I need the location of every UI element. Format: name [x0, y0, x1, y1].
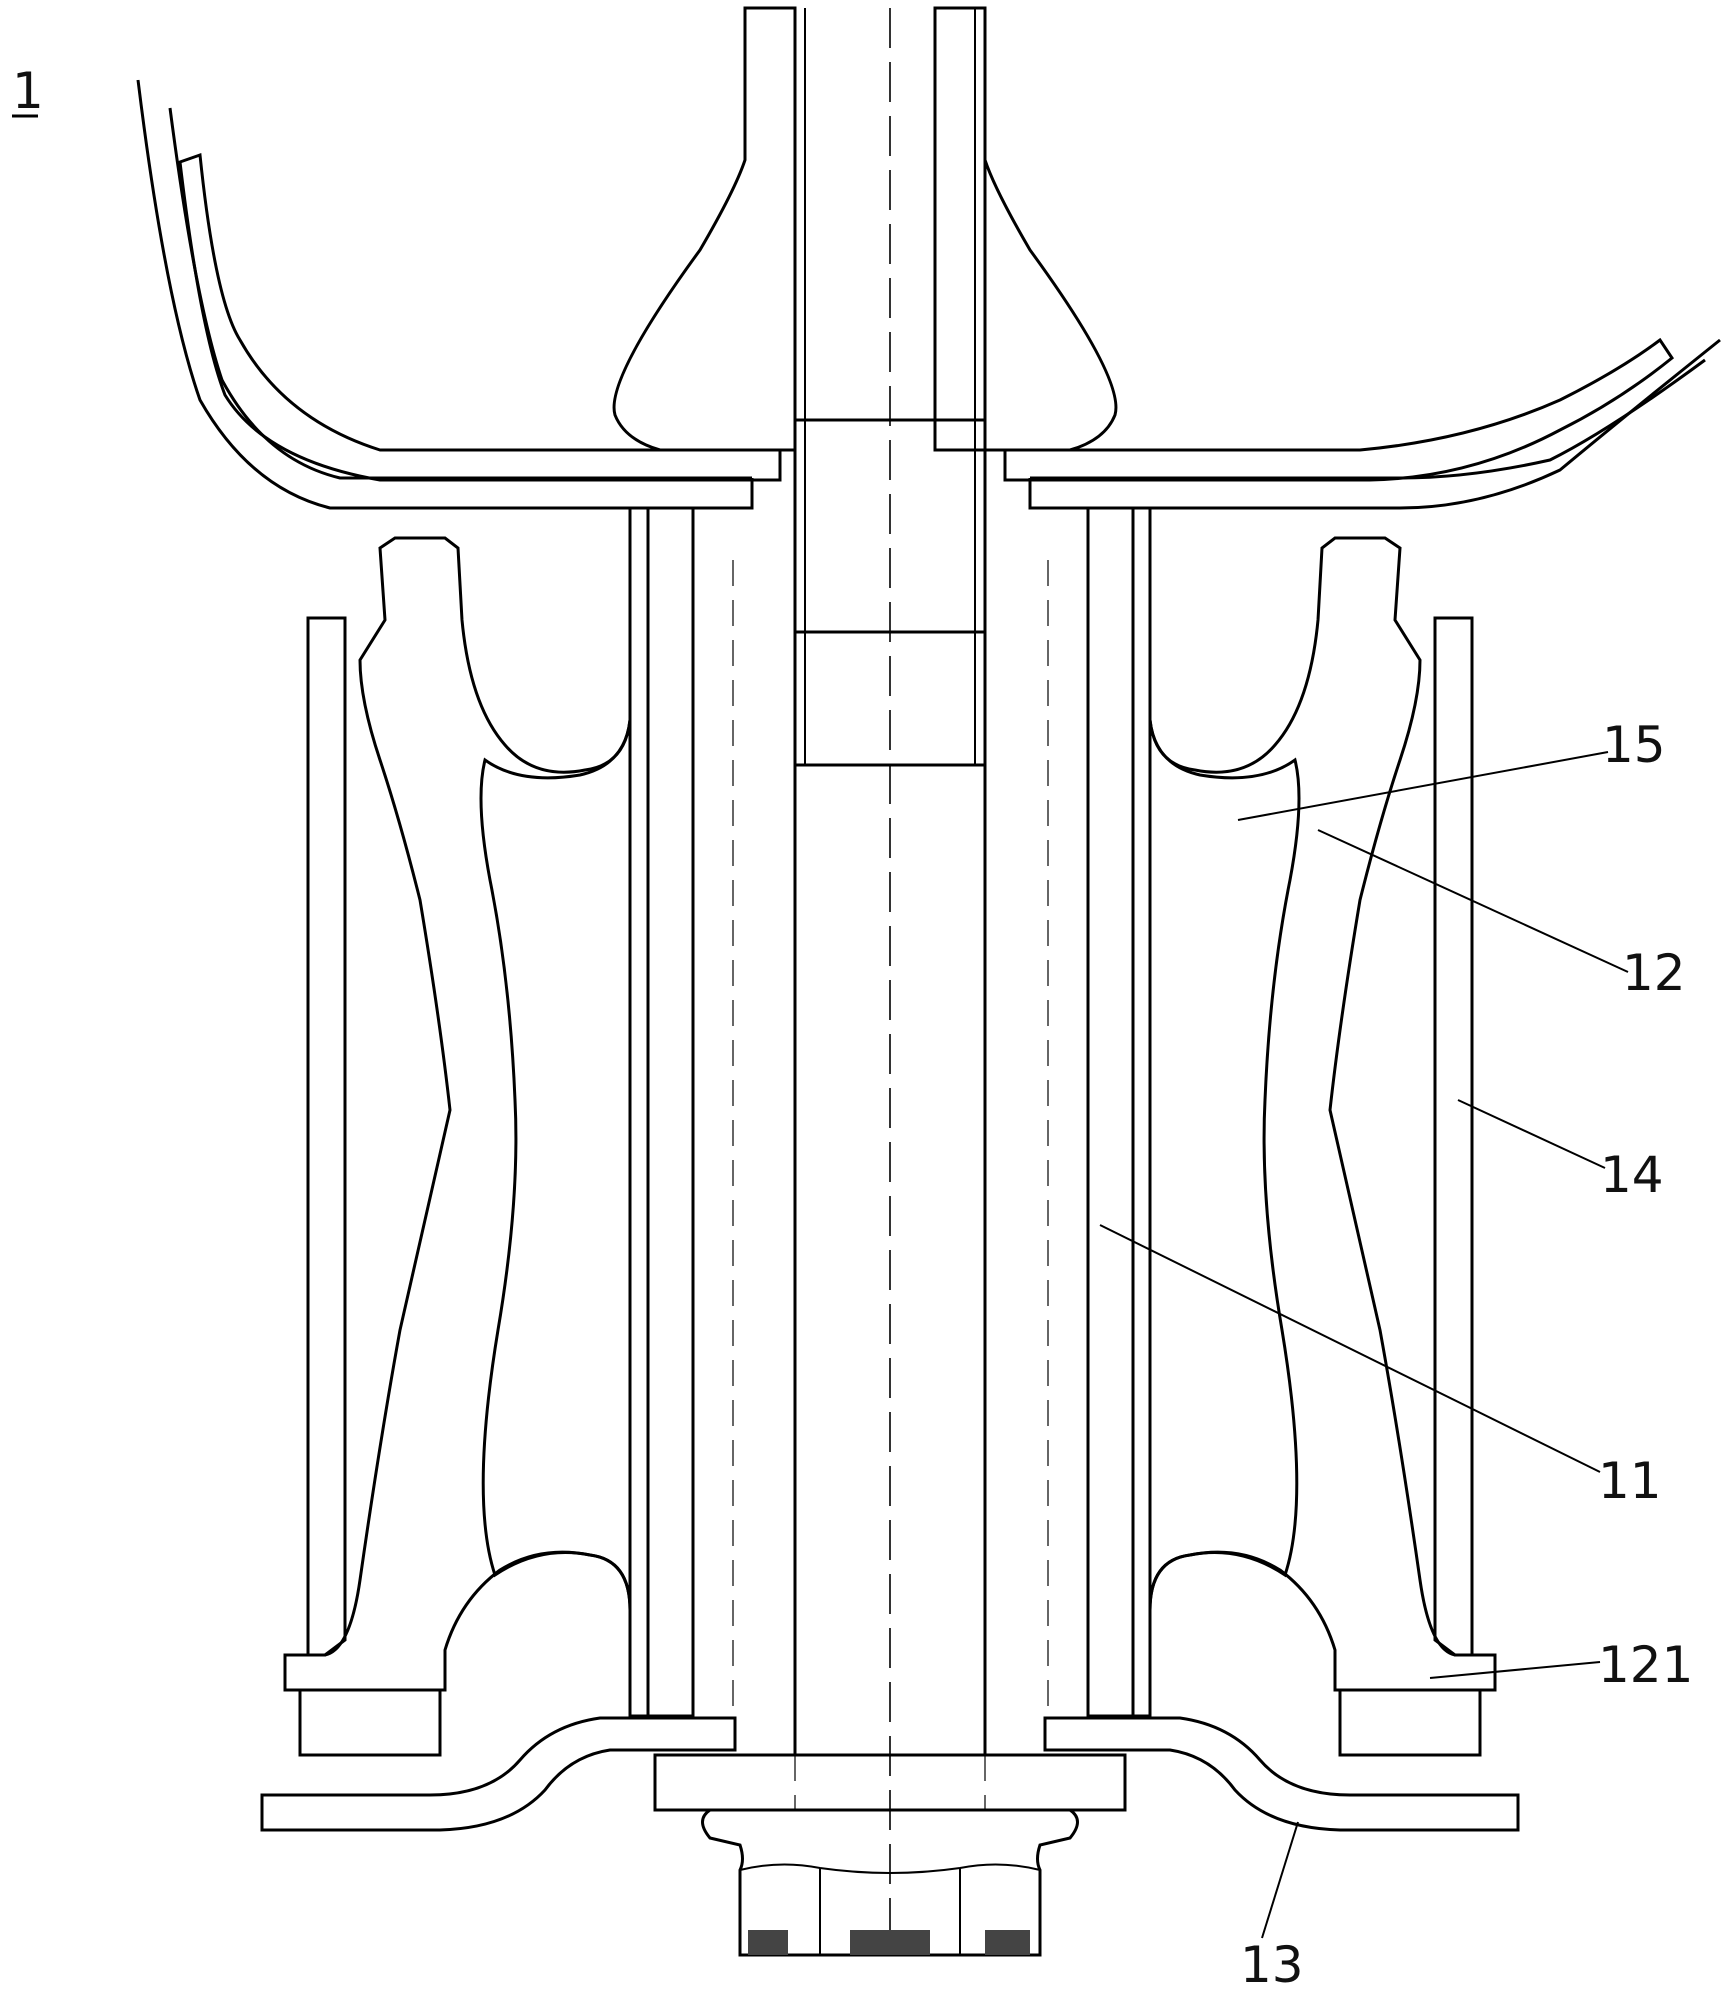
- upper-bracket-right: [1003, 337, 1721, 510]
- label-11: 11: [1598, 1452, 1662, 1510]
- label-13: 13: [1240, 1936, 1304, 1994]
- label-15: 15: [1602, 716, 1666, 774]
- outer-sleeve: [306, 616, 1474, 1657]
- nut-shading-1: [748, 1930, 788, 1955]
- figure-number: 1: [12, 62, 44, 120]
- rubber-body-left: [283, 506, 650, 1757]
- rubber-body-right: [1131, 506, 1497, 1757]
- label-14: 14: [1600, 1146, 1664, 1204]
- label-121: 121: [1598, 1636, 1693, 1694]
- upper-rod: [612, 6, 1118, 1755]
- nut-shading-2: [850, 1930, 930, 1955]
- label-12: 12: [1622, 944, 1686, 1002]
- nut-shading-3: [985, 1930, 1030, 1955]
- lower-bracket: [260, 1716, 1520, 1832]
- upper-bracket-left: [136, 79, 782, 510]
- leader-lines: [1099, 751, 1629, 1939]
- labels: 1 15 12 14 11 121 13: [12, 62, 1693, 1994]
- nut: [701, 1808, 1079, 1957]
